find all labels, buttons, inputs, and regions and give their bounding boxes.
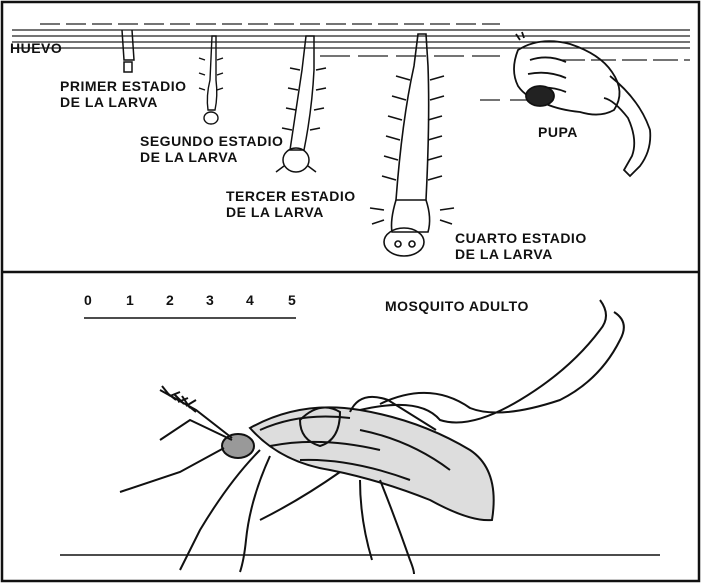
scale-tick: 3: [206, 292, 214, 308]
adult-mosquito-label: MOSQUITO ADULTO: [385, 298, 529, 314]
fourth-instar-label-line2: DE LA LARVA: [455, 246, 553, 262]
third-instar-label-line1: TERCER ESTADIO: [226, 188, 356, 204]
scale-tick: 0: [84, 292, 92, 308]
egg-label: HUEVO: [10, 40, 62, 56]
fourth-instar-label-line1: CUARTO ESTADIO: [455, 230, 587, 246]
pupa-label: PUPA: [538, 124, 578, 140]
scale-tick: 2: [166, 292, 174, 308]
second-instar-label-line1: SEGUNDO ESTADIO: [140, 133, 283, 149]
third-instar-label-line2: DE LA LARVA: [226, 204, 324, 220]
scale-tick: 1: [126, 292, 134, 308]
second-instar-label-line2: DE LA LARVA: [140, 149, 238, 165]
first-instar-label-line2: DE LA LARVA: [60, 94, 158, 110]
scale-tick: 4: [246, 292, 254, 308]
scale-tick: 5: [288, 292, 296, 308]
first-instar-label-line1: PRIMER ESTADIO: [60, 78, 187, 94]
